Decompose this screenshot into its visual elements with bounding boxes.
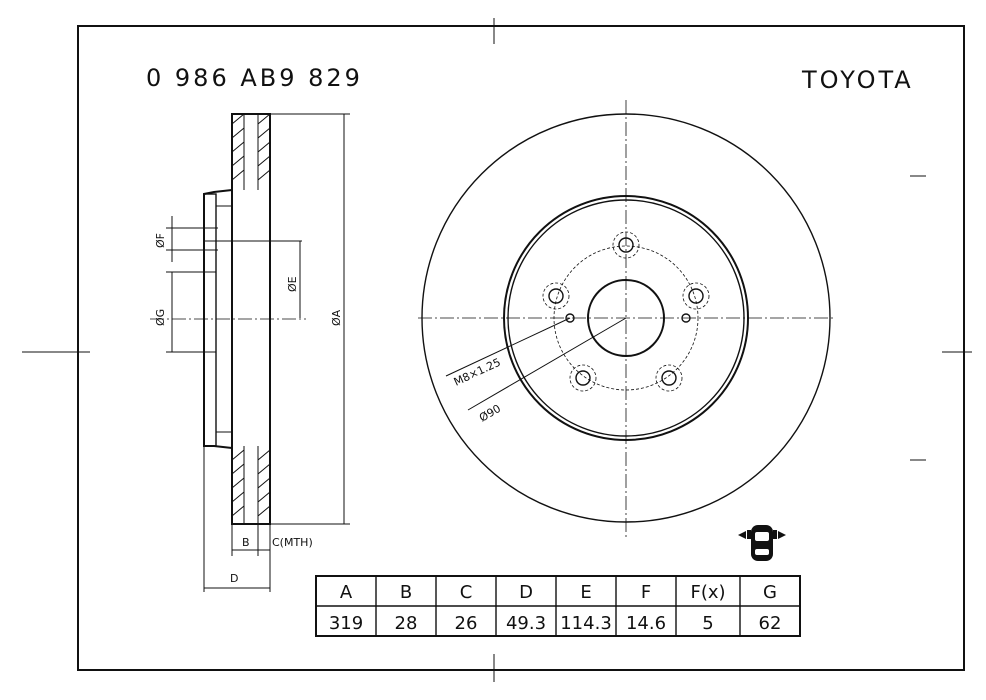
value-cell-fx: 5	[702, 613, 713, 634]
header-cell-fx: F(x)	[690, 582, 725, 603]
wheel-bolt-holes	[542, 231, 710, 392]
threaded-hole	[565, 313, 575, 323]
value-cell-c: 26	[455, 613, 478, 634]
value-cell-f: 14.6	[626, 613, 666, 634]
dim-label-c: C(MTH)	[272, 536, 313, 549]
bolt-hole	[612, 231, 640, 259]
bolt-hole	[569, 364, 597, 392]
dim-label-d: D	[230, 572, 238, 585]
dim-label-a: ØA	[330, 309, 343, 326]
disc-section-view	[150, 113, 350, 592]
bore-label: Ø90	[477, 402, 503, 425]
dim-label-f: ØF	[154, 233, 167, 248]
value-cell-a: 319	[329, 613, 363, 634]
drawing-frame	[22, 18, 972, 682]
thread-label: M8×1.25	[452, 356, 503, 389]
header-cell-b: B	[400, 582, 412, 603]
brand-name: TOYOTA	[802, 66, 914, 94]
bolt-hole	[542, 282, 570, 310]
hatching	[231, 113, 271, 517]
header-cell-e: E	[580, 582, 591, 603]
dim-label-b: B	[242, 536, 250, 549]
spec-table-value-row: 319 28 26 49.3 114.3 14.6 5 62	[329, 613, 782, 634]
disc-front-view	[418, 100, 926, 540]
value-cell-b: 28	[395, 613, 418, 634]
dim-label-e: ØE	[286, 276, 299, 292]
car-front-axle-icon	[738, 525, 786, 561]
spec-table	[315, 575, 801, 637]
header-cell-f: F	[641, 582, 651, 603]
value-cell-e: 114.3	[560, 613, 612, 634]
bolt-hole	[655, 364, 683, 392]
value-cell-g: 62	[759, 613, 782, 634]
header-cell-d: D	[519, 582, 533, 603]
header-cell-c: C	[460, 582, 473, 603]
dim-label-g: ØG	[154, 309, 167, 326]
value-cell-d: 49.3	[506, 613, 546, 634]
part-number: 0 986 AB9 829	[146, 64, 363, 92]
bolt-hole	[682, 282, 710, 310]
header-cell-a: A	[340, 582, 353, 603]
threaded-hole	[681, 313, 691, 323]
spec-table-header-row: A B C D E F F(x) G	[340, 582, 777, 603]
header-cell-g: G	[763, 582, 777, 603]
